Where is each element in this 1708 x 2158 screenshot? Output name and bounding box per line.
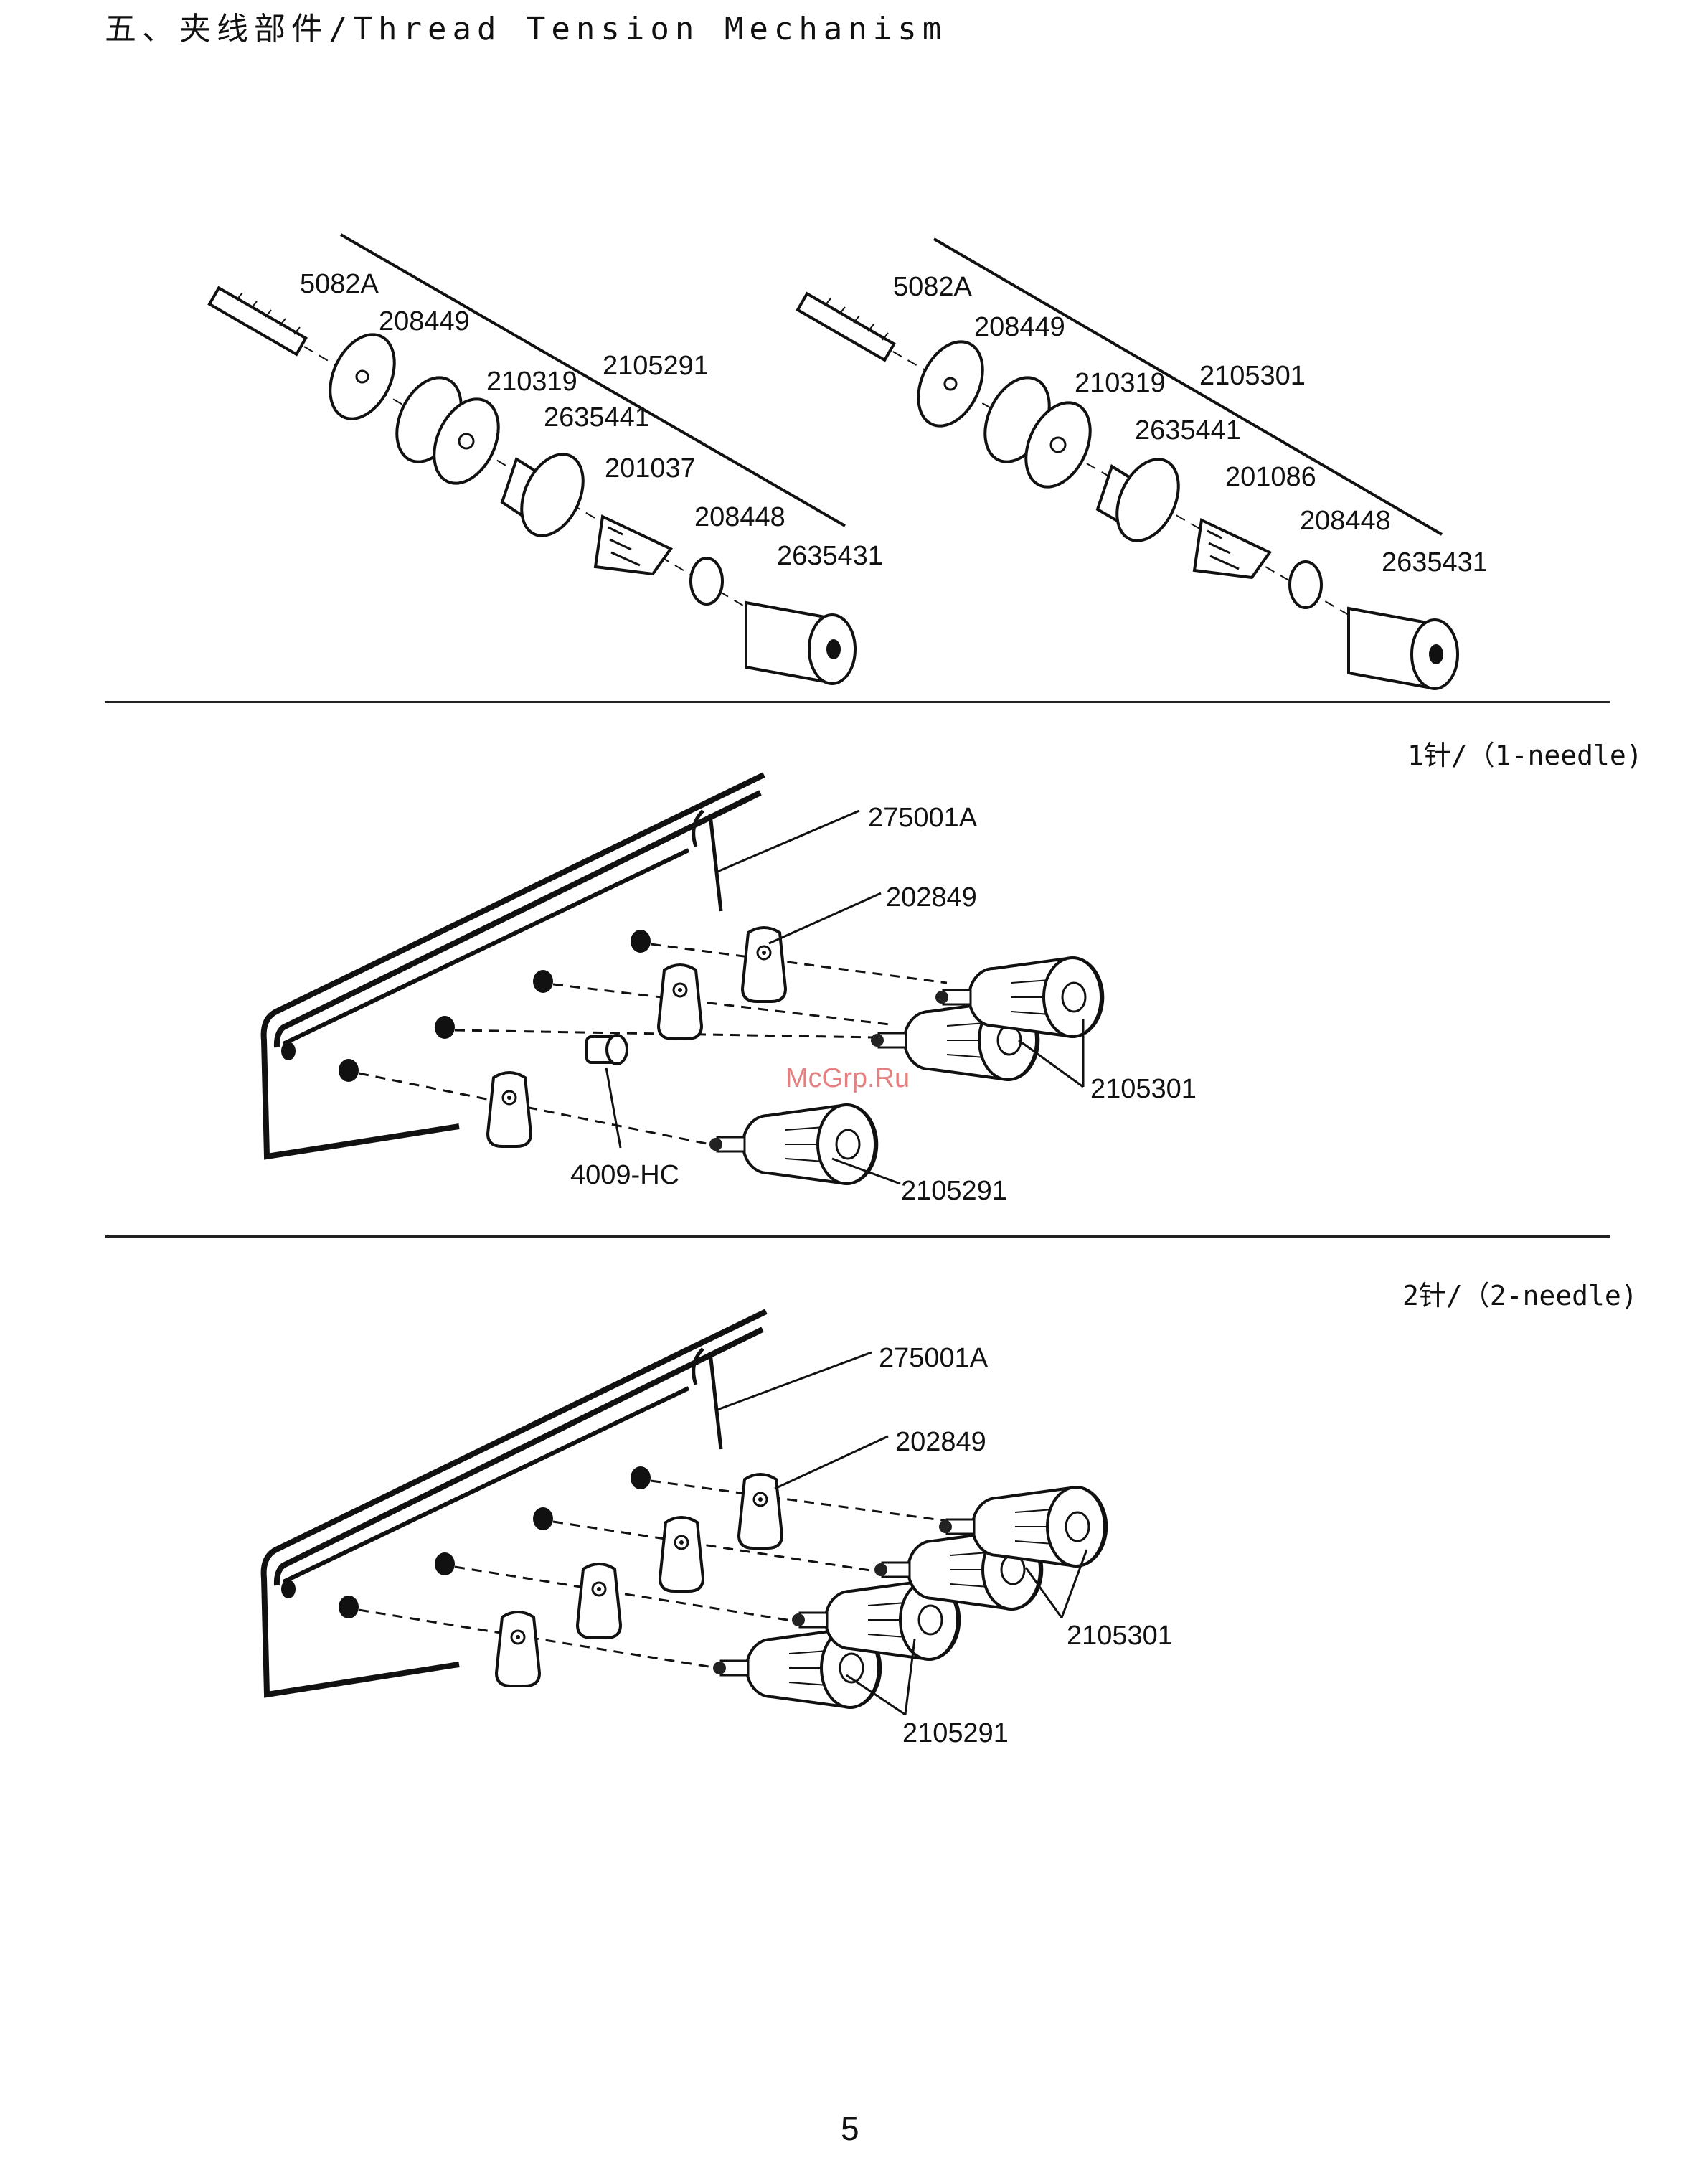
label-208449: 208449 <box>379 306 470 336</box>
label-208449-b: 208449 <box>974 312 1065 342</box>
variant-label-2-needle: 2针/（2-needle) <box>1402 1273 1638 1313</box>
page-number: 5 <box>841 2109 859 2148</box>
label-2635431: 2635431 <box>777 541 883 571</box>
label-2635431-b: 2635431 <box>1382 547 1488 578</box>
label-2635441: 2635441 <box>544 402 650 433</box>
label-4009-HC: 4009-HC <box>570 1160 679 1190</box>
label-208448-b: 208448 <box>1300 506 1391 536</box>
label-5082A-b: 5082A <box>893 272 973 302</box>
label-201037: 201037 <box>605 453 696 484</box>
label-2105291-1n: 2105291 <box>901 1176 1007 1206</box>
label-202849: 202849 <box>886 882 977 913</box>
label-208448: 208448 <box>694 502 785 532</box>
label-5082A: 5082A <box>300 269 379 299</box>
label-210319: 210319 <box>486 367 577 397</box>
label-2105301-2n: 2105301 <box>1067 1621 1173 1651</box>
label-210319-b: 210319 <box>1075 368 1166 398</box>
variant-label-1-needle: 1针/（1-needle) <box>1407 733 1643 773</box>
label-275001A-2n: 275001A <box>879 1343 989 1373</box>
label-2105301-1n: 2105301 <box>1090 1074 1197 1104</box>
exploded-view-2105301: 5082A 208449 210319 2105301 2635441 2010… <box>798 239 1488 689</box>
exploded-view-2105291: 5082A 208449 210319 2105291 2635441 2010… <box>209 235 883 684</box>
label-2635441-b: 2635441 <box>1135 415 1241 446</box>
label-201086: 201086 <box>1225 462 1316 492</box>
label-202849-2n: 202849 <box>895 1427 986 1457</box>
label-2105291-2n: 2105291 <box>902 1718 1009 1748</box>
section-divider-2 <box>105 1235 1610 1238</box>
label-2105291: 2105291 <box>603 351 709 381</box>
section-divider-1 <box>105 701 1610 703</box>
label-2105301: 2105301 <box>1199 361 1306 391</box>
label-275001A: 275001A <box>868 803 978 833</box>
two-needle-assembly: 275001A 202849 2105301 2105291 <box>264 1311 1173 1748</box>
one-needle-assembly: 275001A 202849 4009-HC 2105301 2105291 <box>264 775 1197 1206</box>
watermark: McGrp.Ru <box>785 1063 910 1094</box>
screw-4009-HC <box>587 1035 627 1064</box>
